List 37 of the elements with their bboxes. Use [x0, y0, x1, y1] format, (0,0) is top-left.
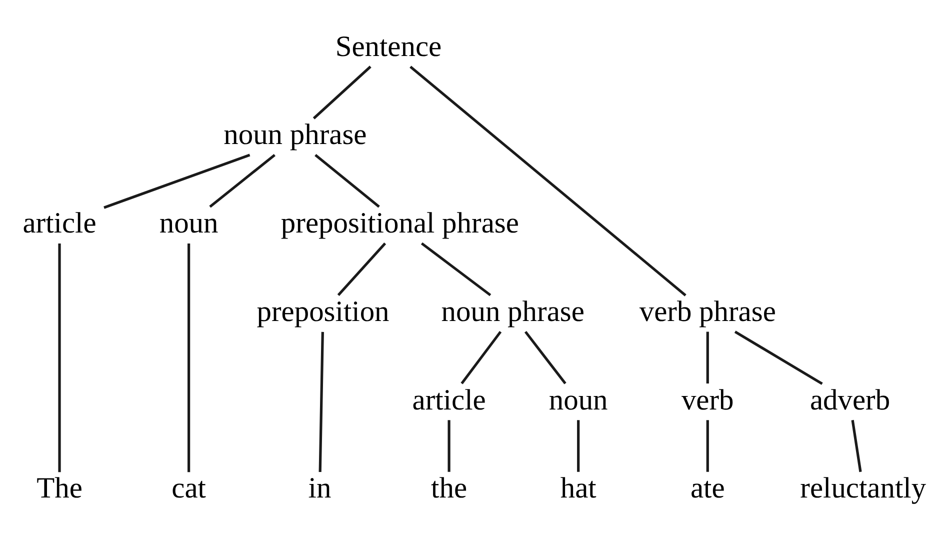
connector — [312, 66, 372, 120]
connector — [337, 242, 386, 296]
node-text: noun phrase — [441, 296, 584, 328]
node-text: Sentence — [335, 30, 442, 63]
node-text: prepositional phrase — [280, 208, 519, 240]
connector — [734, 330, 823, 385]
connector — [188, 244, 190, 472]
node-text: reluctantly — [800, 472, 926, 505]
node-text: in — [308, 472, 332, 505]
node-text: adverb — [810, 384, 890, 416]
node-text: noun — [159, 208, 218, 240]
connector — [314, 154, 380, 208]
connector — [706, 420, 709, 472]
connector — [851, 420, 862, 472]
node-text: ate — [690, 472, 725, 505]
node-text: noun — [548, 384, 608, 416]
connector — [448, 420, 450, 472]
connector — [460, 330, 502, 384]
node-text: article — [412, 384, 486, 416]
connector — [706, 332, 709, 384]
node-text: the — [431, 472, 468, 505]
connector — [410, 66, 686, 296]
node-text: cat — [172, 472, 206, 505]
node-text: verb phrase — [639, 296, 776, 328]
node-text: hat — [560, 472, 596, 505]
connector — [420, 242, 492, 296]
node-text: verb — [681, 384, 734, 416]
node-text: preposition — [256, 296, 390, 328]
connector — [209, 154, 276, 208]
node-text: The — [36, 472, 82, 505]
connector — [577, 420, 580, 472]
connector — [104, 154, 250, 209]
connector — [524, 330, 566, 384]
connector — [58, 244, 61, 472]
node-text: article — [22, 208, 96, 240]
connector — [318, 332, 324, 472]
node-text: noun phrase — [224, 119, 367, 152]
